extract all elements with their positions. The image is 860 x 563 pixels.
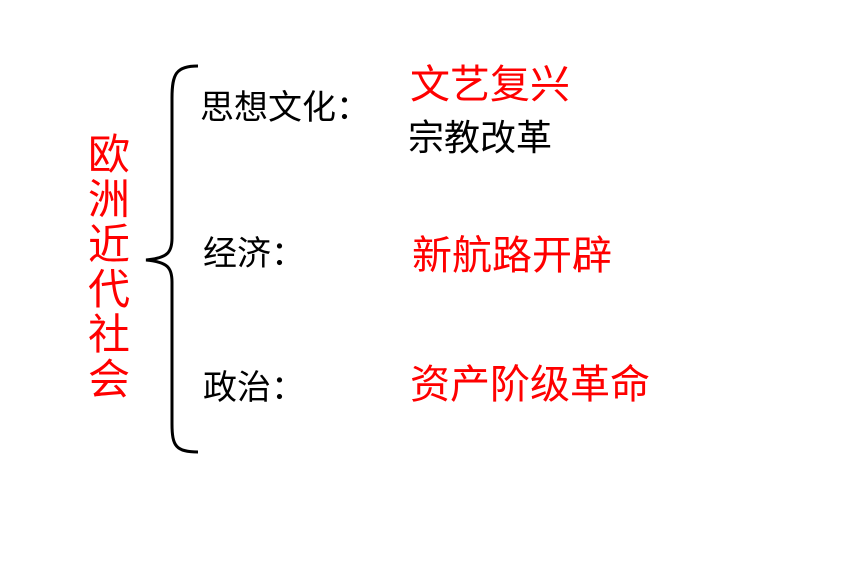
category-label-culture: 思想文化： xyxy=(200,88,370,128)
category-label-politics: 政治： xyxy=(203,368,305,408)
item-bourgeois-revolution: 资产阶级革命 xyxy=(410,362,650,408)
item-renaissance: 文艺复兴 xyxy=(410,62,570,108)
item-new-sea-routes: 新航路开辟 xyxy=(412,233,612,279)
item-reformation: 宗教改革 xyxy=(408,118,553,159)
brace-connector xyxy=(145,64,199,454)
diagram-title: 欧洲近代社会 xyxy=(87,130,130,404)
category-label-economy: 经济： xyxy=(203,234,305,274)
